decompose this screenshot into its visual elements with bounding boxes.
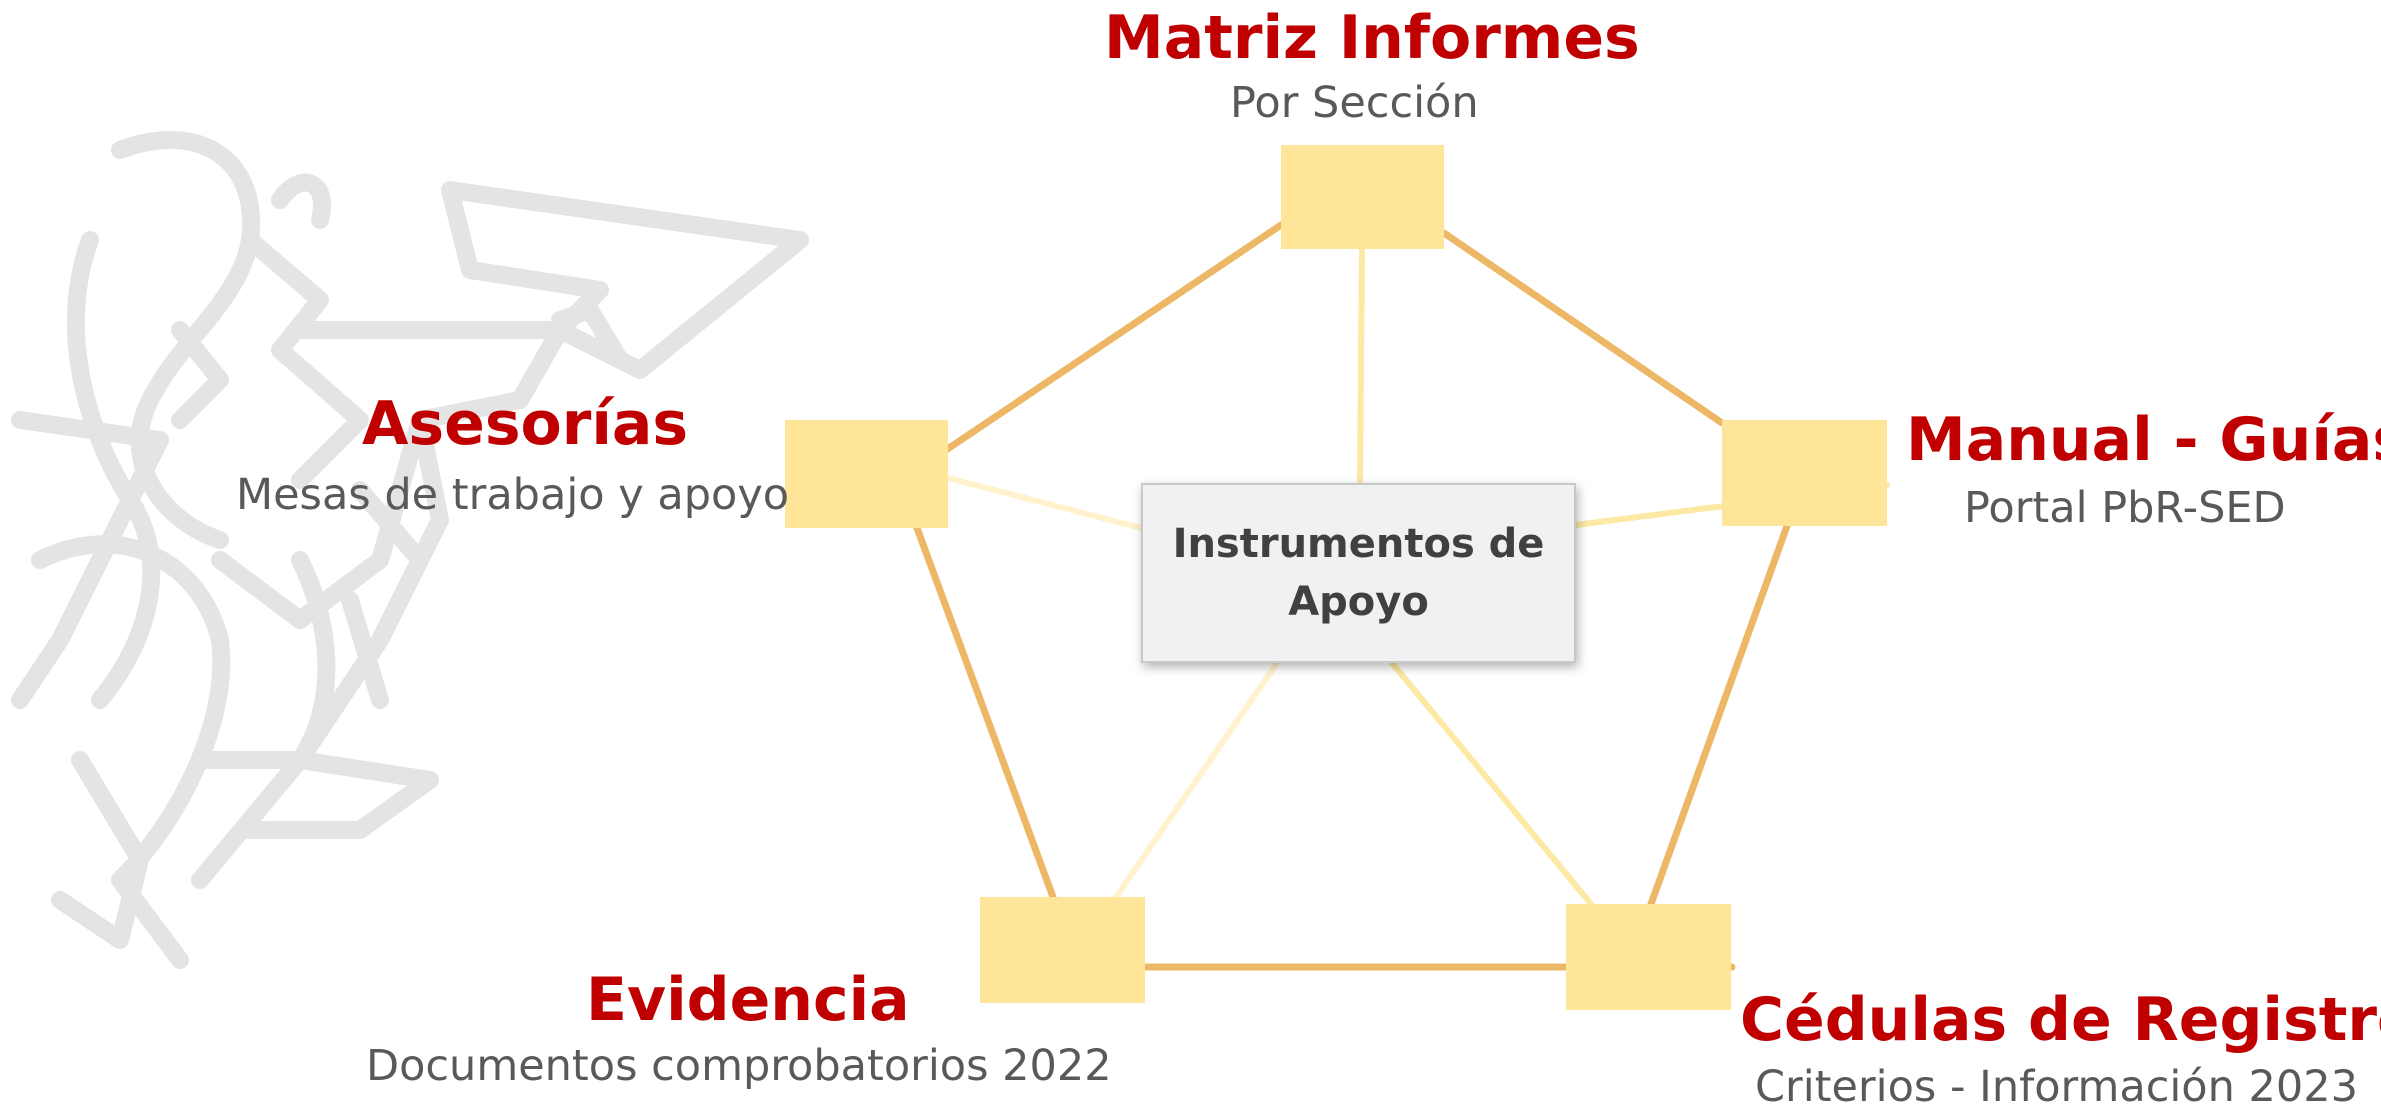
spoke-connector-cedulas [1389, 660, 1594, 907]
spoke-connector-matriz [1357, 246, 1365, 486]
outer-connector-1 [942, 221, 1285, 454]
node-title-evidencia: Evidencia [586, 965, 910, 1035]
node-box-manual [1722, 420, 1887, 526]
node-box-matriz [1281, 145, 1444, 249]
node-title-matriz: Matriz Informes [1104, 3, 1640, 73]
node-subtitle-cedulas: Criterios - Información 2023 [1755, 1062, 2358, 1112]
node-box-cedulas [1566, 904, 1731, 1010]
node-subtitle-matriz: Por Sección [1230, 78, 1479, 128]
node-box-asesorias [785, 420, 948, 528]
spoke-connector-asesorias [945, 475, 1144, 531]
node-title-asesorias: Asesorías [362, 389, 689, 459]
outer-connector-2 [1440, 229, 1726, 427]
node-title-manual: Manual - Guías [1906, 405, 2381, 475]
node-title-cedulas: Cédulas de Registro [1740, 985, 2381, 1055]
node-subtitle-evidencia: Documentos comprobatorios 2022 [366, 1041, 1112, 1091]
spoke-connector-evidencia [1113, 660, 1280, 900]
outer-connector-3 [1647, 522, 1791, 908]
outer-connector-5 [913, 524, 1057, 901]
node-subtitle-manual: Portal PbR-SED [1964, 483, 2286, 533]
center-hub: Instrumentos de Apoyo [1141, 483, 1576, 663]
node-subtitle-asesorias: Mesas de trabajo y apoyo [236, 470, 790, 520]
center-hub-label: Instrumentos de Apoyo [1172, 521, 1545, 625]
node-box-evidencia [980, 897, 1145, 1003]
